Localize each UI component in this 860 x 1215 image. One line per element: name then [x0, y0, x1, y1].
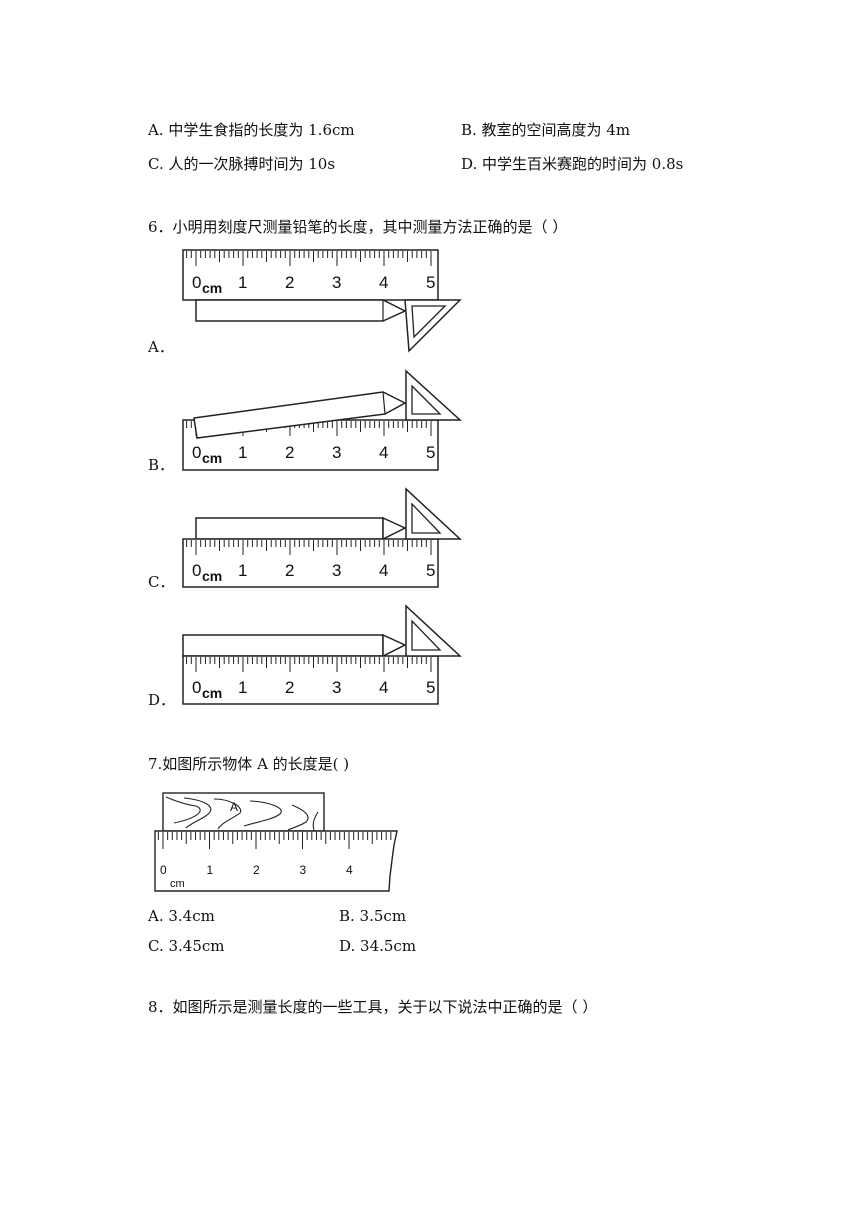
- q6-option-a-label: A．: [148, 338, 174, 356]
- ruler-number: 3: [332, 561, 341, 580]
- q6-figure-b: 0 cm 1 2 3 4 5: [182, 369, 462, 471]
- q8-stem: 8．如图所示是测量长度的一些工具，关于以下说法中正确的是（ ）: [148, 998, 598, 1016]
- pencil-tip: [382, 516, 407, 541]
- ruler-unit: cm: [170, 878, 185, 890]
- q7-ruler: [154, 830, 398, 892]
- q5-option-d: D. 中学生百米赛跑的时间为 0.8s: [461, 155, 684, 173]
- q6-figure-a: 0 cm 1 2 3 4 5: [182, 249, 462, 353]
- ruler-numbers: 0 1 2 3 4: [160, 863, 353, 877]
- q7-option-c: C. 3.45cm: [148, 937, 225, 955]
- ruler-number: 3: [300, 863, 307, 877]
- ruler-number: 2: [285, 561, 294, 580]
- ruler-zero: 0: [192, 443, 201, 462]
- ruler-number: 4: [346, 863, 353, 877]
- ruler-number: 1: [207, 863, 214, 877]
- ruler-number: 3: [332, 443, 341, 462]
- q5-option-a: A. 中学生食指的长度为 1.6cm: [148, 121, 355, 139]
- ruler-zero: 0: [192, 678, 201, 697]
- q7-option-a: A. 3.4cm: [148, 907, 215, 925]
- ruler: [182, 655, 439, 705]
- ruler-number: 5: [426, 678, 435, 697]
- q7-stem: 7.如图所示物体 A 的长度是( ): [148, 755, 350, 773]
- pencil: [195, 299, 407, 322]
- ruler-number: 5: [426, 561, 435, 580]
- ruler-ticks: [186, 657, 432, 672]
- ruler-unit: cm: [202, 568, 222, 584]
- q6-option-d-label: D．: [148, 691, 176, 709]
- ruler-numbers: 1 2 3 4 5: [238, 561, 435, 580]
- ruler-ticks: [186, 251, 432, 266]
- ruler-number: 2: [253, 863, 260, 877]
- q7-option-d: D. 34.5cm: [339, 937, 417, 955]
- pencil: [193, 391, 407, 439]
- ruler-number: 2: [285, 678, 294, 697]
- ruler-number: 3: [332, 678, 341, 697]
- pencil-body: [195, 517, 384, 540]
- ruler: [182, 249, 439, 301]
- ruler-numbers: 1 2 3 4 5: [238, 443, 435, 462]
- ruler-number: 2: [285, 443, 294, 462]
- ruler-unit: cm: [202, 450, 222, 466]
- q6-option-b-label: B．: [148, 456, 175, 474]
- set-square: [405, 604, 462, 657]
- q6-option-c-label: C．: [148, 573, 175, 591]
- ruler-number: 3: [332, 273, 341, 292]
- ruler-number: 4: [379, 678, 388, 697]
- ruler-numbers: 1 2 3 4 5: [238, 273, 435, 292]
- ruler-number: 4: [379, 561, 388, 580]
- ruler-numbers: 1 2 3 4 5: [238, 678, 435, 697]
- ruler-number: 5: [426, 443, 435, 462]
- ruler-number: 4: [379, 273, 388, 292]
- q6-figure-c: 0 cm 1 2 3 4 5: [182, 487, 462, 588]
- pencil-tip: [382, 633, 407, 658]
- ruler-ticks: [157, 832, 392, 849]
- ruler-number: 2: [285, 273, 294, 292]
- ruler-number: 5: [426, 273, 435, 292]
- ruler-number: 4: [379, 443, 388, 462]
- ruler-ticks: [186, 540, 432, 555]
- ruler-unit: cm: [202, 685, 222, 701]
- ruler: [182, 538, 439, 588]
- q5-option-c: C. 人的一次脉搏时间为 10s: [148, 155, 336, 173]
- q7-option-b: B. 3.5cm: [339, 907, 407, 925]
- q6-stem: 6．小明用刻度尺测量铅笔的长度，其中测量方法正确的是（ ）: [148, 218, 568, 236]
- set-square: [405, 487, 462, 540]
- set-square: [405, 369, 462, 421]
- ruler-number: 1: [238, 443, 247, 462]
- ruler-number: 0: [160, 863, 167, 877]
- q5-option-b: B. 教室的空间高度为 4m: [461, 121, 631, 139]
- set-square: [404, 299, 462, 353]
- q7-figure: A 0 1 2 3 4 cm: [154, 792, 398, 892]
- ruler-unit: cm: [202, 280, 222, 296]
- ruler-number: 1: [238, 561, 247, 580]
- ruler-zero: 0: [192, 273, 201, 292]
- ruler-number: 1: [238, 678, 247, 697]
- ruler-zero: 0: [192, 561, 201, 580]
- object-a-label: A: [230, 800, 238, 814]
- pencil-body: [182, 634, 384, 657]
- ruler-number: 1: [238, 273, 247, 292]
- q6-figure-d: 0 cm 1 2 3 4 5: [182, 604, 462, 705]
